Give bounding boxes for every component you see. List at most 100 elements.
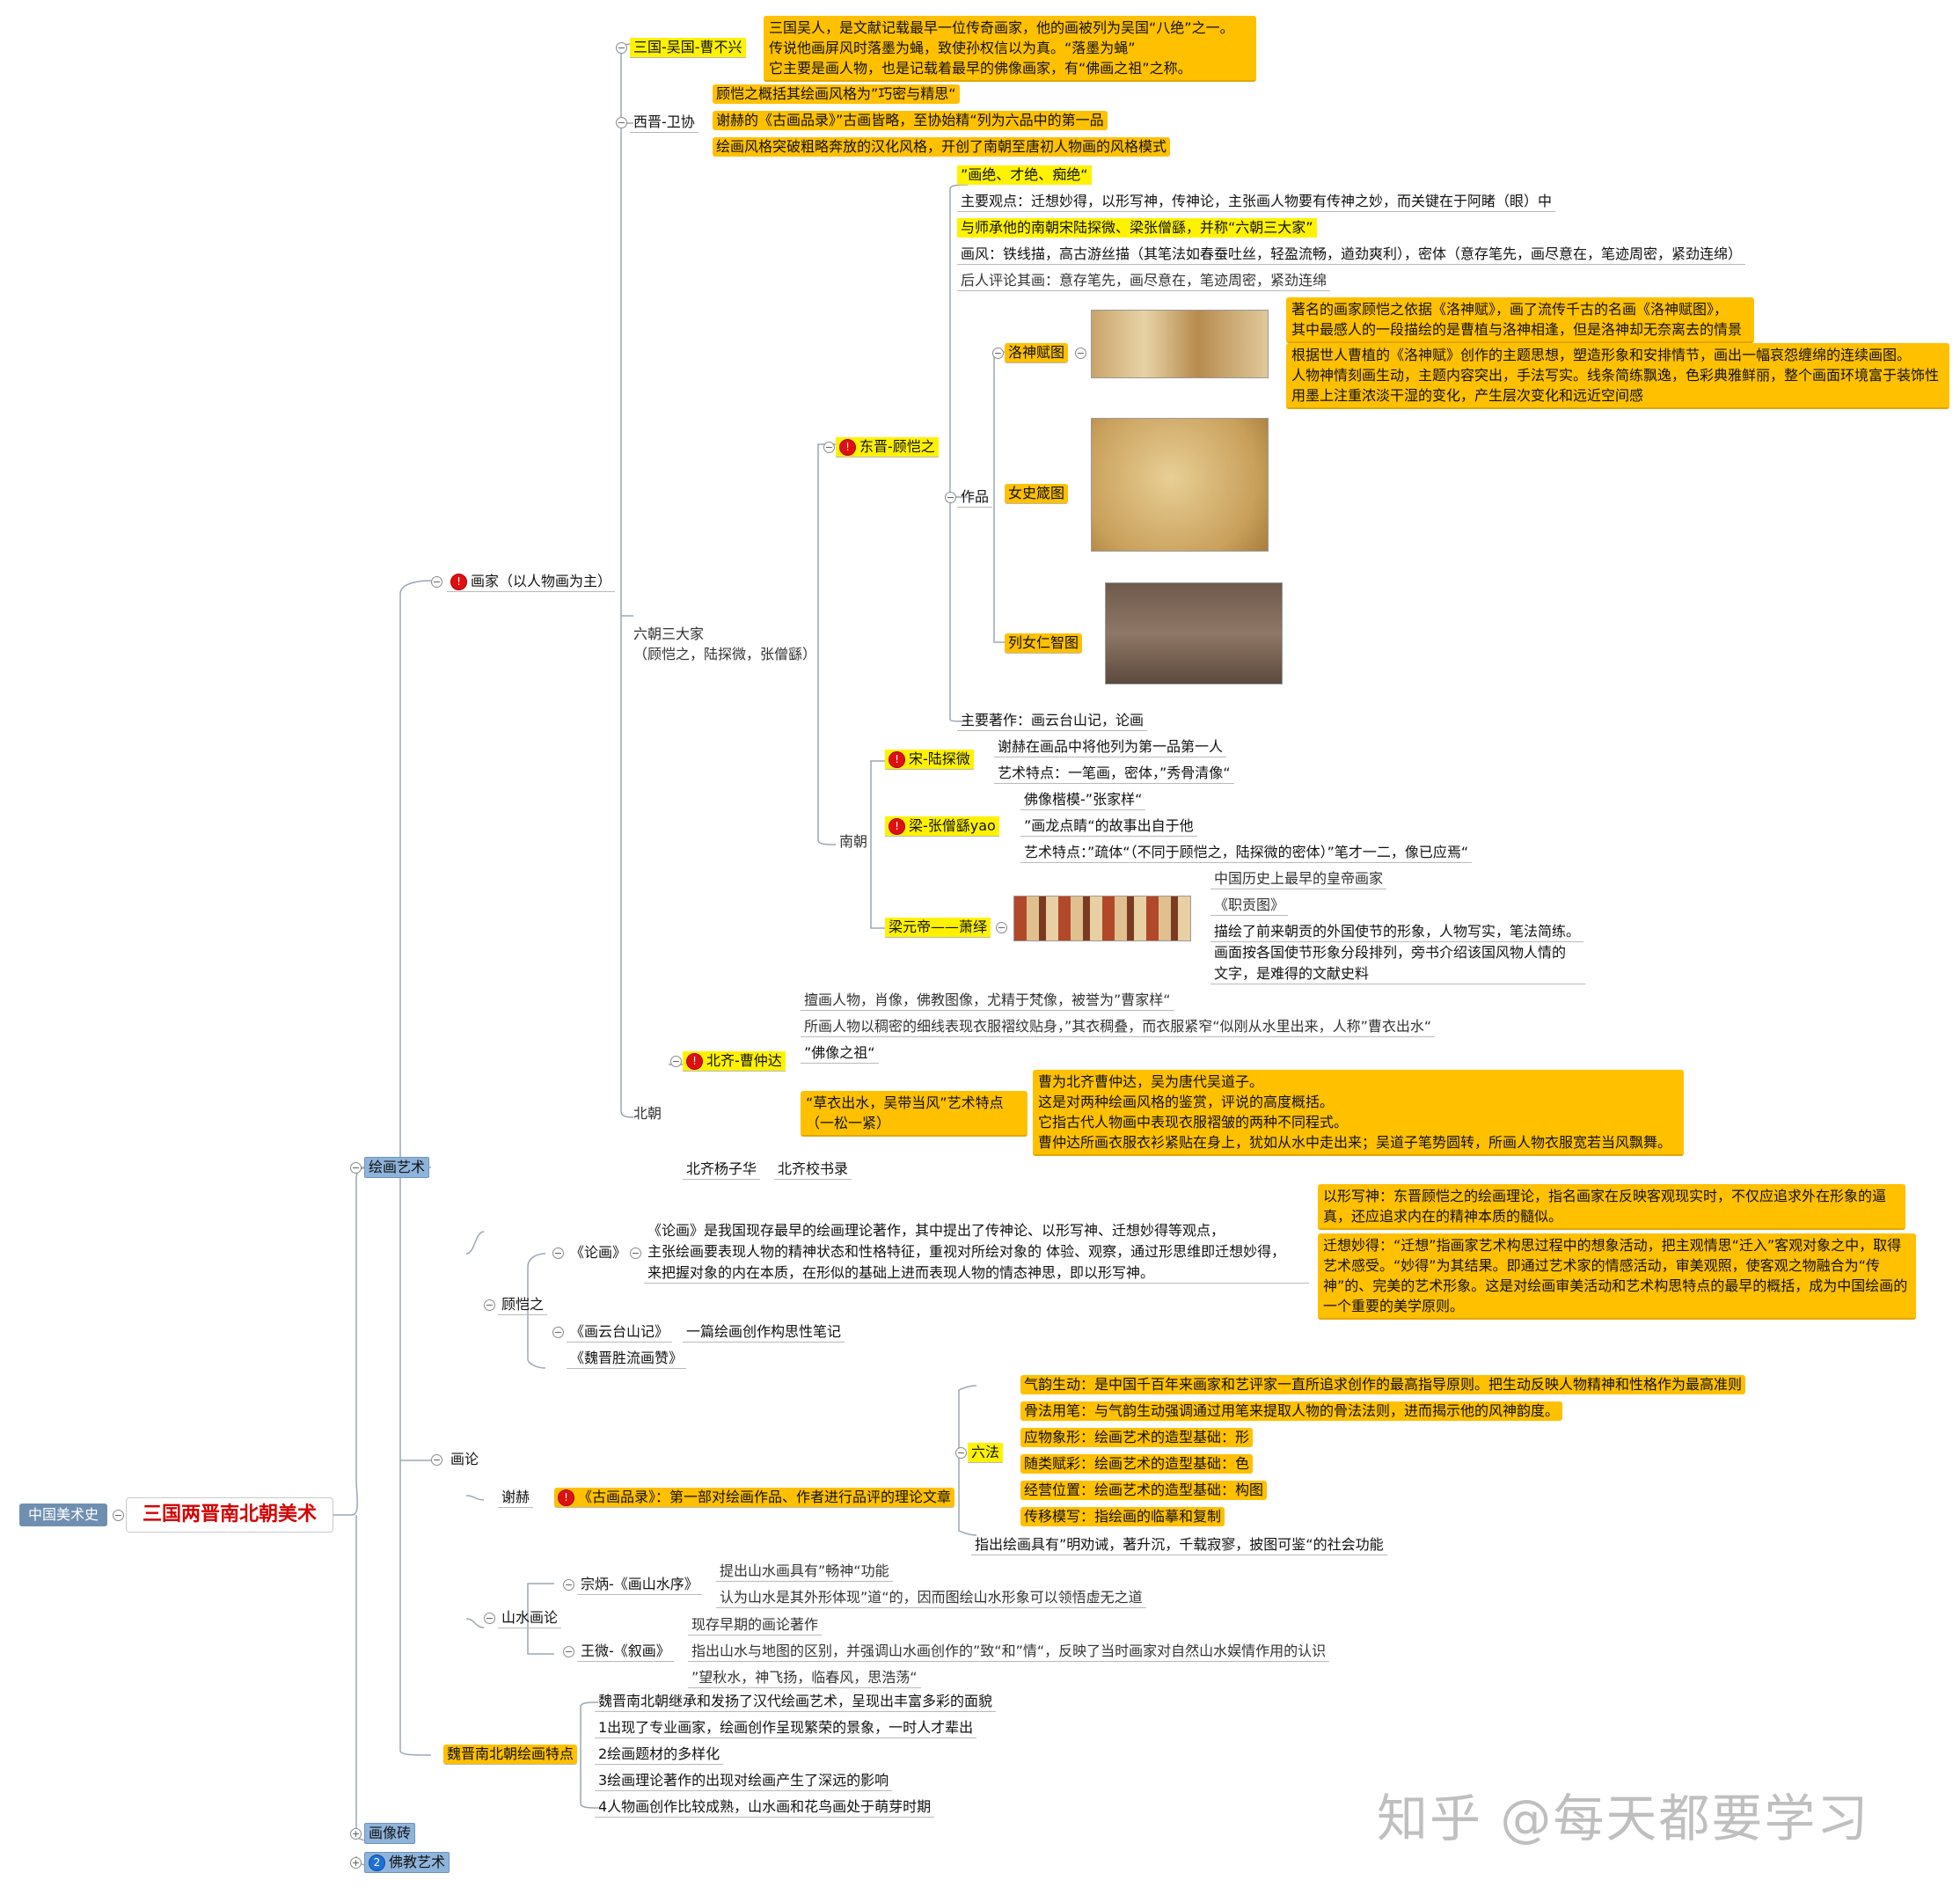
wang-wei-node[interactable]: 王微-《叙画》: [577, 1642, 674, 1662]
zong-bing-node[interactable]: 宗炳-《画山水序》: [577, 1575, 702, 1595]
collapse-toggle-icon[interactable]: −: [616, 42, 627, 54]
note-line: 人物神情刻画生动，主题内容突出，手法写实。线条简练飘逸，色彩典雅鲜丽，整个画面环…: [1291, 367, 1940, 384]
lienv-node[interactable]: 列女仁智图: [1005, 633, 1083, 654]
collapse-toggle-icon[interactable]: −: [616, 117, 627, 128]
collapse-toggle-icon[interactable]: −: [484, 1613, 495, 1624]
gu-main-writings: 主要著作：画云台山记，论画: [957, 711, 1148, 731]
note-line: 曹为北齐曹仲达，吴为唐代吴道子。: [1038, 1073, 1264, 1090]
yuntai-note: 一篇绘画创作构思性笔记: [683, 1322, 845, 1343]
wang-note-3: ”望秋水，神飞扬，临春风，思浩荡“: [688, 1668, 921, 1688]
collapse-toggle-icon[interactable]: −: [1075, 348, 1086, 359]
collapse-toggle-icon[interactable]: −: [563, 1646, 574, 1657]
luoshen-notes-a: 著名的画家顾恺之依据《洛神赋》，画了流传千古的名画《洛神赋图》， 其中最感人的一…: [1286, 297, 1754, 343]
collapse-toggle-icon[interactable]: −: [552, 1247, 564, 1259]
priority-1-icon: !: [889, 751, 905, 768]
gu-works-node[interactable]: 作品: [957, 487, 993, 508]
collapse-toggle-icon[interactable]: −: [484, 1299, 495, 1311]
collapse-toggle-icon[interactable]: −: [431, 576, 442, 588]
theory-gu-node[interactable]: 顾恺之: [498, 1295, 548, 1315]
zong-note-2: 认为山水是其外形体现”道“的，因而图绘山水形象可以领悟虚无之道: [716, 1588, 1146, 1608]
lu-note-1: 谢赫在画品中将他列为第一品第一人: [994, 737, 1227, 757]
weijin-node[interactable]: 《魏晋胜流画赞》: [567, 1349, 687, 1369]
theory-node[interactable]: 画论: [450, 1451, 479, 1467]
gu-kaizhi-node[interactable]: !东晋-顾恺之: [836, 437, 939, 457]
feature-note-4: 4人物画创作比较成熟，山水画和花鸟画处于萌芽时期: [595, 1797, 935, 1818]
cao-zhongda-label: 北齐-曹仲达: [706, 1052, 782, 1069]
lunhua-desc-1: 《论画》是我国现存最早的绘画理论著作，其中提出了传神论、以形写神、迁想妙得等观点…: [647, 1222, 1225, 1239]
law-3: 应物象形：绘画艺术的造型基础：形: [1020, 1428, 1254, 1447]
lu-tanwei-label: 宋-陆探微: [909, 750, 970, 767]
cao-feature-node[interactable]: “草衣出水，吴带当风”艺术特点（一松一紧）: [801, 1091, 1028, 1137]
collapse-toggle-icon[interactable]: −: [996, 922, 1007, 933]
gu-note-2: 主要观点：迁想妙得，以形写神，传神论，主张画人物要有传神之妙，而关键在于阿睹（眼…: [957, 192, 1556, 212]
law-6: 传移模写：指绘画的临摹和复制: [1020, 1507, 1225, 1526]
wei-xie-node[interactable]: 西晋-卫协: [630, 113, 698, 133]
xiao-note-3: 描绘了前来朝贡的外国使节的形象，人物写实，笔法简练。: [1210, 922, 1584, 942]
xiao-note-1: 中国历史上最早的皇帝画家: [1210, 869, 1387, 889]
cao-buxing-node[interactable]: 三国-吴国-曹不兴: [630, 38, 746, 58]
feature-note-1: 1出现了专业画家，绘画创作呈现繁荣的景象，一时人才辈出: [595, 1718, 977, 1738]
northern-dynasties-node[interactable]: 北朝: [633, 1105, 662, 1122]
lu-tanwei-node[interactable]: !宋-陆探微: [885, 750, 974, 770]
zhihu-watermark: 知乎 @每天都要学习: [1377, 1789, 1870, 1848]
collapse-toggle-icon[interactable]: −: [945, 492, 956, 503]
root-node-china-art-history[interactable]: 中国美术史: [19, 1504, 108, 1526]
features-node[interactable]: 魏晋南北朝绘画特点: [443, 1745, 578, 1765]
collapse-toggle-icon[interactable]: −: [670, 1056, 682, 1067]
expand-toggle-icon[interactable]: +: [350, 1857, 362, 1869]
cao-note-1: 擅画人物，肖像，佛教图像，尤精于梵像，被誉为”曹家样“: [801, 991, 1174, 1011]
collapse-toggle-icon[interactable]: −: [823, 442, 835, 453]
note-line: 三国吴人，是文献记载最早一位传奇画家，他的画被列为吴国“八绝”之一。: [769, 19, 1234, 36]
lunhua-node[interactable]: 《论画》: [570, 1244, 627, 1261]
collapse-toggle-icon[interactable]: −: [955, 1447, 967, 1459]
branch-brick-relief[interactable]: 画像砖: [364, 1823, 416, 1844]
wei-xie-note-3: 绘画风格突破粗略奔放的汉化风格，开创了南朝至唐初人物画的风格模式: [713, 137, 1171, 157]
xiao-yi-node[interactable]: 梁元帝——萧绎: [885, 918, 991, 938]
expand-toggle-icon[interactable]: +: [350, 1828, 362, 1840]
collapse-toggle-icon[interactable]: −: [350, 1162, 362, 1174]
wei-xie-note-1: 顾恺之概括其绘画风格为”巧密与精思“: [713, 84, 960, 104]
collapse-toggle-icon[interactable]: −: [992, 348, 1004, 359]
nvshi-node[interactable]: 女史箴图: [1005, 484, 1069, 504]
feature-note-3: 3绘画理论著作的出现对绘画产生了深远的影响: [595, 1771, 893, 1791]
collapse-toggle-icon[interactable]: −: [630, 1247, 641, 1259]
collapse-toggle-icon[interactable]: −: [552, 1327, 564, 1338]
collapse-toggle-icon[interactable]: −: [563, 1579, 574, 1591]
branch-painting-art[interactable]: 绘画艺术: [364, 1157, 430, 1178]
painters-node[interactable]: !画家（以人物画为主）: [447, 572, 616, 592]
collapse-toggle-icon[interactable]: −: [113, 1510, 124, 1521]
central-topic-title[interactable]: 三国两晋南北朝美术: [126, 1497, 334, 1533]
zhang-sengyao-node[interactable]: !梁-张僧繇yao: [885, 816, 999, 837]
six-laws-node[interactable]: 六法: [968, 1443, 1004, 1463]
yuntai-node[interactable]: 《画云台山记》: [567, 1322, 673, 1343]
law-1: 气韵生动：是中国千百年来画家和艺评家一直所追求创作的最高指导原则。把生动反映人物…: [1020, 1375, 1746, 1394]
yang-zihua-note: 北齐校书录: [774, 1160, 852, 1180]
note-line: 用墨上注重浓淡干湿的变化，产生层次变化和远近空间感: [1291, 387, 1644, 404]
note-line: 它指古代人物画中表现衣服褶皱的两种不同程式。: [1038, 1114, 1349, 1130]
wang-note-2: 指出山水与地图的区别，并强调山水画创作的”致“和”情“，反映了当时画家对自然山水…: [688, 1642, 1330, 1662]
feature-note-0: 魏晋南北朝继承和发扬了汉代绘画艺术，呈现出丰富多彩的面貌: [595, 1692, 997, 1712]
southern-dynasties-node[interactable]: 南朝: [839, 833, 868, 850]
theory-xie-node[interactable]: 谢赫: [498, 1488, 534, 1508]
six-dynasties-node[interactable]: 六朝三大家: [633, 626, 705, 642]
luoshen-node[interactable]: 洛神赋图: [1005, 343, 1069, 363]
lunhua-desc-2: 主张绘画要表现人物的精神状态和性格特征，重视对所绘对象的 体验、观察，通过形思维…: [647, 1243, 1286, 1260]
cao-feature-notes: 曹为北齐曹仲达，吴为唐代吴道子。 这是对两种绘画风格的鉴赏，评说的高度概括。 它…: [1033, 1070, 1684, 1156]
cao-zhongda-node[interactable]: !北齐-曹仲达: [683, 1051, 786, 1072]
guhua-pinlu-label: 《古画品录》：第一部对绘画作品、作者进行品评的理论文章: [578, 1489, 952, 1505]
six-dynasties-sub: （顾恺之，陆探微，张僧繇）: [633, 646, 817, 662]
gu-note-1: ”画绝、才绝、痴绝“: [957, 165, 1092, 185]
wang-note-1: 现存早期的画论著作: [688, 1615, 823, 1635]
cao-note-3: ”佛像之祖“: [801, 1043, 879, 1064]
guhua-pinlu-node[interactable]: !《古画品录》：第一部对绘画作品、作者进行品评的理论文章: [554, 1488, 955, 1508]
collapse-toggle-icon[interactable]: −: [431, 1454, 442, 1466]
shanshui-theory-node[interactable]: 山水画论: [498, 1608, 562, 1628]
priority-1-icon: !: [839, 439, 856, 456]
lunhua-desc-3: 来把握对象的内在本质，在形似的基础上进而表现人物的情态神思，即以形写神。: [644, 1263, 1309, 1284]
gu-note-5: 后人评论其画：意存笔先，画尽意在，笔迹周密，紧劲连绵: [957, 271, 1331, 291]
gu-note-4: 画风：铁线描，高古游丝描（其笔法如春蚕吐丝，轻盈流畅，遒劲爽利），密体（意存笔先…: [957, 245, 1746, 265]
priority-2-icon: 2: [369, 1855, 385, 1871]
yang-zihua-node[interactable]: 北齐杨子华: [683, 1160, 761, 1180]
gu-note-3: 与师承他的南朝宋陆探微、梁张僧繇，并称“六朝三大家”: [957, 218, 1317, 238]
